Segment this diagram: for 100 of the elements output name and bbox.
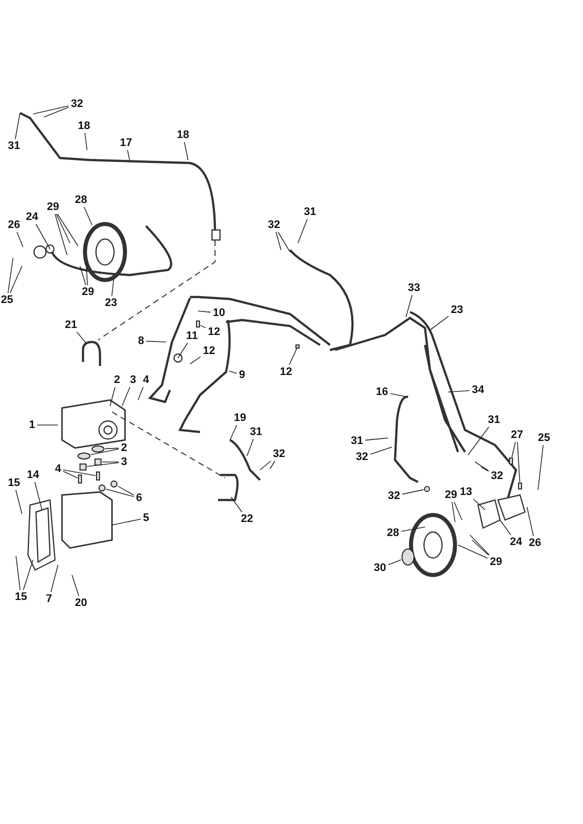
callout-number: 23 — [450, 304, 464, 316]
leader-line — [84, 132, 88, 150]
callout-number: 32 — [490, 470, 504, 482]
leader-line — [118, 486, 134, 496]
callout-number: 4 — [142, 374, 150, 386]
leader-line — [402, 489, 424, 495]
callout-number: 26 — [8, 219, 20, 231]
callout-number: 32 — [356, 451, 368, 463]
callout-number: 10 — [212, 307, 226, 319]
callout-number: 11 — [186, 330, 198, 342]
nut — [110, 480, 118, 488]
callout-number: 6 — [136, 492, 142, 504]
leader-line — [406, 294, 412, 318]
callout-number: 29 — [444, 489, 458, 501]
callout-number: 25 — [538, 432, 550, 444]
leader-line — [365, 438, 388, 441]
callout-number: 28 — [74, 194, 88, 206]
callout-number: 32 — [388, 490, 400, 502]
leader-line — [190, 356, 201, 364]
callout-number: 29 — [490, 556, 502, 568]
callout-number: 31 — [350, 435, 364, 447]
leader-line — [246, 438, 254, 456]
leader-line — [16, 232, 24, 248]
leader-line — [401, 526, 426, 532]
callout-number: 31 — [304, 206, 316, 218]
leader-line — [454, 502, 462, 520]
screw — [196, 320, 200, 328]
leader-line — [178, 342, 188, 358]
callout-number: 15 — [14, 591, 28, 603]
callout-number: 28 — [386, 527, 400, 539]
pin — [509, 458, 513, 464]
leader-line — [473, 498, 486, 510]
leader-line — [370, 446, 392, 455]
leader-line — [448, 390, 470, 392]
bolt — [96, 472, 100, 480]
leader-line — [430, 316, 449, 330]
callout-number: 32 — [272, 448, 286, 460]
callout-number: 31 — [250, 426, 262, 438]
pin — [518, 482, 522, 490]
callout-number: 18 — [78, 120, 90, 132]
callout-number: 12 — [208, 326, 220, 338]
leader-line — [200, 324, 206, 328]
leader-line — [474, 462, 489, 472]
leader-line — [54, 214, 68, 256]
leader-line — [146, 340, 166, 342]
leader-line — [36, 224, 50, 250]
leader-line — [452, 502, 456, 522]
bolt — [78, 474, 82, 484]
leader-line — [72, 574, 80, 596]
leader-line — [230, 424, 238, 440]
leader-line — [80, 266, 86, 286]
rubber-mount — [78, 452, 90, 460]
leader-line — [76, 332, 86, 344]
callout-number: 9 — [238, 369, 246, 381]
callout-number: 16 — [376, 386, 388, 398]
leader-line — [32, 106, 69, 114]
leader-line — [138, 386, 144, 400]
leader-line — [112, 518, 142, 526]
leader-line — [480, 466, 489, 472]
leader-line — [110, 386, 116, 406]
callout-number: 3 — [130, 374, 136, 386]
leader-line — [8, 258, 14, 294]
leader-line — [122, 386, 130, 406]
leader-line — [10, 266, 22, 294]
leader-line — [526, 506, 534, 536]
leader-line — [90, 448, 120, 455]
callout-number: 24 — [26, 211, 38, 223]
spacer — [402, 548, 414, 566]
callout-number: 32 — [268, 219, 280, 231]
callout-number: 21 — [64, 319, 78, 331]
callout-number: 13 — [460, 486, 472, 498]
leader-line — [62, 471, 78, 478]
spacer — [94, 458, 102, 466]
leader-line — [517, 442, 520, 482]
callout-number: 33 — [408, 282, 420, 294]
leader-line — [111, 276, 114, 296]
callout-number: 26 — [528, 537, 542, 549]
callout-number: 29 — [82, 286, 94, 298]
callout-number: 2 — [114, 374, 120, 386]
leader-line — [458, 544, 488, 559]
callout-number: 8 — [138, 335, 144, 347]
leader-line — [50, 564, 58, 592]
callout-number: 14 — [26, 469, 40, 481]
leader-line — [127, 150, 130, 162]
leader-line — [538, 444, 544, 490]
leader-line — [104, 448, 120, 450]
rubber-mount — [92, 446, 104, 452]
leader-line — [15, 490, 22, 514]
callout-number: 5 — [142, 512, 150, 524]
callout-number: 27 — [510, 429, 524, 441]
callout-number: 2 — [120, 442, 128, 454]
leader-line — [500, 520, 512, 536]
leader-line — [288, 348, 298, 366]
leader-line — [298, 218, 308, 244]
callout-number: 22 — [240, 513, 254, 525]
leader-line — [14, 112, 20, 140]
leader-line — [106, 488, 134, 497]
leader-line — [278, 232, 290, 252]
leader-line — [468, 426, 490, 456]
leader-line — [56, 214, 70, 244]
